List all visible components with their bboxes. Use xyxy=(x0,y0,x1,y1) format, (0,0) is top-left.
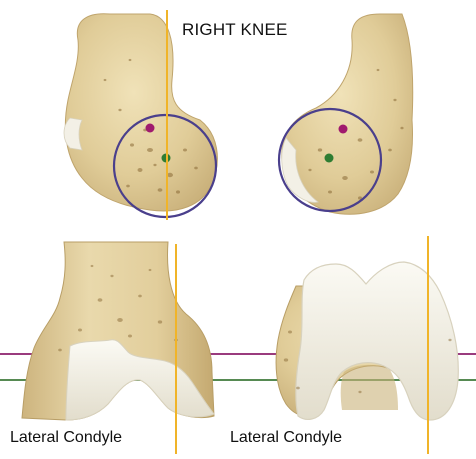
top-left-upper-marker xyxy=(146,124,155,133)
bottom-right-femur-view xyxy=(276,262,458,420)
bottom-right-notch-shadow xyxy=(341,365,398,410)
top-left-femur-view xyxy=(64,14,217,217)
bottom-left-femur-view xyxy=(22,242,214,420)
top-right-femur-view xyxy=(279,14,413,214)
top-right-upper-marker xyxy=(339,125,348,134)
caption-left-lateral-condyle: Lateral Condyle xyxy=(10,429,122,447)
diagram-title: RIGHT KNEE xyxy=(182,20,288,40)
top-right-lower-marker xyxy=(325,154,334,163)
caption-right-lateral-condyle: Lateral Condyle xyxy=(230,429,342,447)
top-left-femur-shaft xyxy=(65,14,217,211)
